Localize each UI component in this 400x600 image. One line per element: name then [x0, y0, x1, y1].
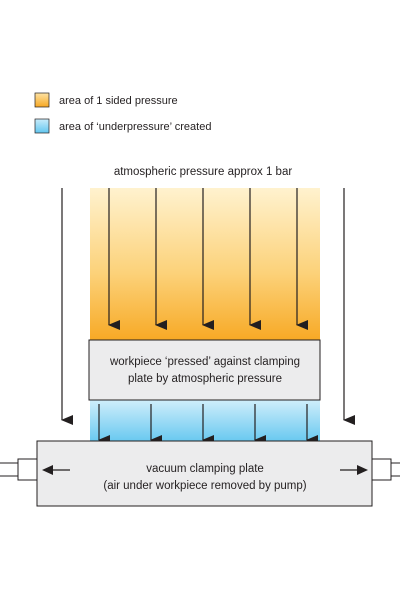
legend-label-underpressure: area of ‘underpressure’ created [59, 121, 211, 133]
right-connector-block [371, 458, 392, 481]
clamping-plate-box [36, 440, 373, 507]
pressure-arrows [108, 188, 308, 330]
workpiece-label-line2: plate by atmospheric pressure [128, 373, 282, 385]
legend-swatch-underpressure [34, 118, 50, 134]
clamping-plate-label-line2: (air under workpiece removed by pump) [103, 480, 306, 492]
workpiece-label-line1: workpiece ‘pressed’ against clamping [109, 356, 300, 368]
left-air-arrow-head [42, 465, 53, 475]
left-connector-block [17, 458, 38, 481]
clamping-plate-label-line1: vacuum clamping plate [146, 463, 264, 475]
left-hose-connector [0, 458, 38, 481]
air-removal-arrows [42, 465, 368, 475]
legend: area of 1 sided pressure area of ‘underp… [34, 92, 211, 134]
right-air-arrow-head [357, 465, 368, 475]
underpressure-area [90, 400, 320, 444]
legend-swatch-pressure [34, 92, 50, 108]
clamping-plate: vacuum clamping plate (air under workpie… [36, 440, 373, 507]
pressure-area [90, 188, 320, 342]
outer-pressure-arrows [61, 188, 355, 425]
right-hose-connector [371, 458, 400, 481]
legend-label-pressure: area of 1 sided pressure [59, 95, 178, 107]
workpiece: workpiece ‘pressed’ against clamping pla… [88, 339, 321, 401]
atmosphere-label: atmospheric pressure approx 1 bar [114, 166, 293, 178]
workpiece-box [88, 339, 321, 401]
underpressure-arrows [98, 404, 318, 445]
